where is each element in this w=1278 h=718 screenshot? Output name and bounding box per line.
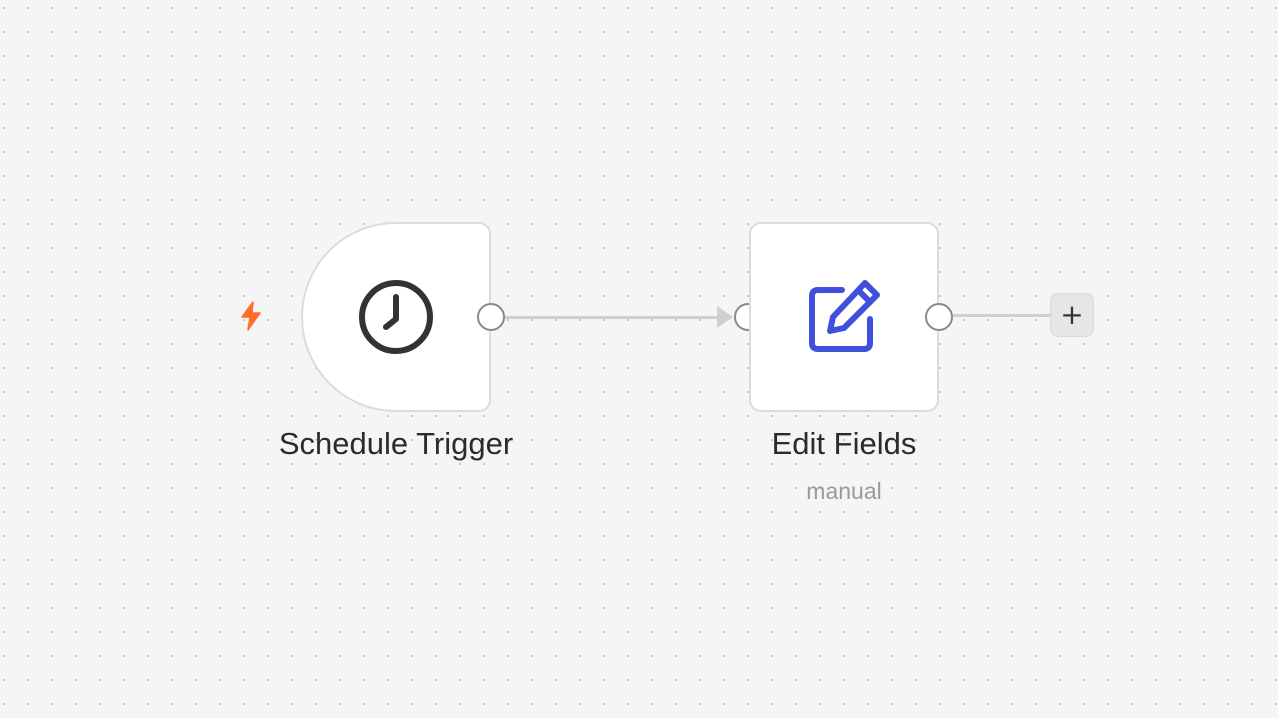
clock-icon: [359, 280, 433, 354]
schedule-trigger-output-handle[interactable]: [477, 303, 505, 331]
edit-fields-node[interactable]: [749, 222, 939, 412]
connection-line[interactable]: [505, 316, 719, 319]
add-node-button[interactable]: +: [1050, 293, 1094, 337]
add-connector-line: [953, 314, 1051, 317]
edit-pencil-icon: [809, 280, 880, 352]
edit-fields-subtitle: manual: [806, 478, 882, 504]
schedule-trigger-label: Schedule Trigger: [278, 426, 514, 461]
edit-fields-label: Edit Fields: [771, 426, 917, 461]
connection-arrowhead: [717, 306, 733, 328]
edit-fields-output-handle[interactable]: [925, 303, 953, 331]
schedule-trigger-node[interactable]: [301, 222, 491, 412]
lightning-bolt-icon: [241, 301, 261, 331]
plus-icon: +: [1060, 298, 1084, 331]
